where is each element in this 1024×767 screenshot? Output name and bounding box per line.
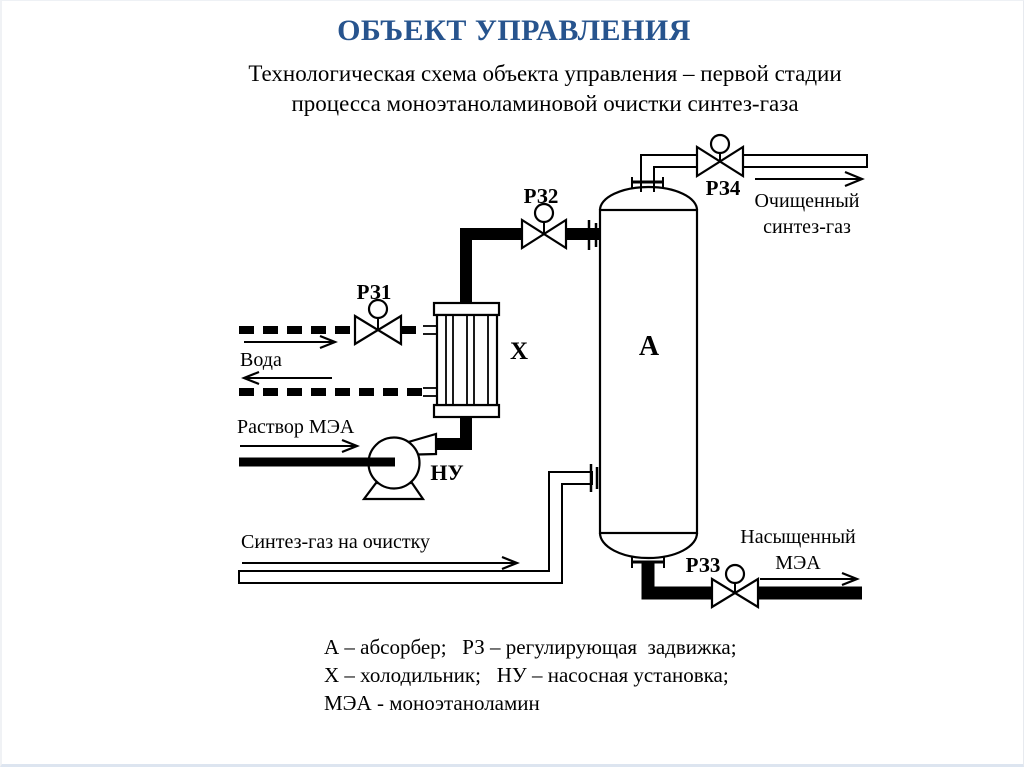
valve-rz2 bbox=[520, 202, 568, 251]
water-label: Вода bbox=[240, 349, 282, 371]
water-out-arrow bbox=[241, 370, 332, 386]
clean-gas-label-line1: Очищенный bbox=[754, 190, 860, 212]
legend-line-2: Х – холодильник; НУ – насосная установка… bbox=[324, 663, 729, 687]
legend-line-3: МЭА - моноэтаноламин bbox=[324, 691, 540, 715]
mea-in-arrow bbox=[240, 438, 360, 454]
page-title: ОБЪЕКТ УПРАВЛЕНИЯ bbox=[337, 14, 691, 47]
water-lines bbox=[239, 325, 438, 397]
rich-mea-label-line2: МЭА bbox=[775, 552, 821, 574]
mea-to-absorber-pipe bbox=[460, 228, 600, 304]
subtitle-line-1: Технологическая схема объекта управления… bbox=[248, 61, 842, 86]
rich-mea-pipe bbox=[641, 562, 862, 600]
valve-rz1 bbox=[353, 298, 403, 346]
mea-solution-label: Раствор МЭА bbox=[237, 416, 355, 438]
clean-gas-label-line2: синтез-газ bbox=[763, 216, 851, 238]
legend-line-1: А – абсорбер; РЗ – регулирующая задвижка… bbox=[324, 635, 737, 659]
valve-rz2-label: РЗ2 bbox=[523, 184, 559, 208]
valve-rz3 bbox=[710, 563, 760, 609]
pump bbox=[239, 432, 438, 501]
pump-discharge-pipe bbox=[436, 416, 472, 450]
rich-mea-label-line1: Насыщенный bbox=[740, 526, 856, 548]
cooler-label: Х bbox=[509, 338, 529, 365]
syngas-in-arrow bbox=[242, 555, 520, 571]
rich-mea-arrow bbox=[760, 571, 860, 587]
valve-rz3-label: РЗ3 bbox=[685, 553, 721, 577]
pump-label: НУ bbox=[430, 460, 464, 485]
rich-mea-label: Насыщенный МЭА bbox=[723, 524, 873, 576]
clean-gas-label: Очищенный синтез-газ bbox=[731, 188, 883, 240]
valve-rz4-label: РЗ4 bbox=[705, 176, 741, 200]
water-in-arrow bbox=[244, 334, 338, 350]
legend: А – абсорбер; РЗ – регулирующая задвижка… bbox=[324, 633, 737, 717]
valve-rz4 bbox=[695, 133, 745, 178]
subtitle-line-2: процесса моноэтаноламиновой очистки синт… bbox=[291, 91, 799, 116]
absorber-vessel bbox=[587, 177, 699, 568]
clean-gas-arrow bbox=[755, 170, 865, 188]
heat-exchanger bbox=[432, 301, 501, 419]
syngas-in-label: Синтез-газ на очистку bbox=[241, 531, 431, 553]
absorber-label: А bbox=[638, 331, 660, 362]
clean-gas-pipe bbox=[640, 154, 868, 183]
valve-rz1-label: РЗ1 bbox=[356, 280, 392, 304]
